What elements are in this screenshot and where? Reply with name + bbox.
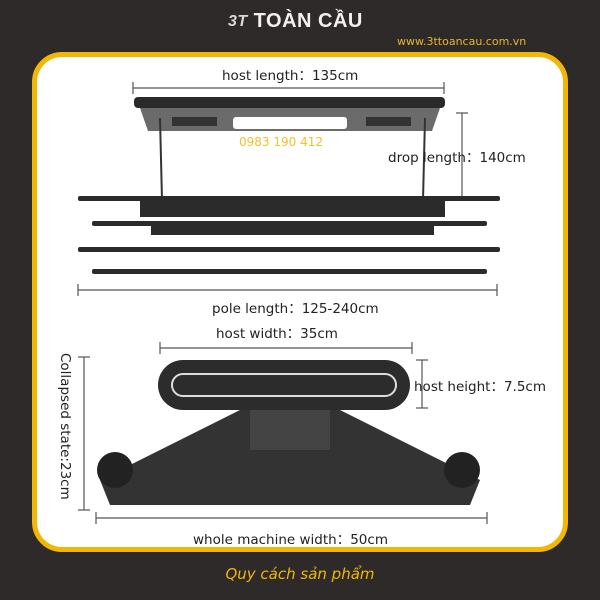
- website-url: www.3ttoancau.com.vn: [397, 35, 527, 48]
- caption: Quy cách sản phẩm: [225, 565, 375, 583]
- drying-rack: [78, 196, 500, 274]
- drop-cables: [159, 117, 426, 201]
- host-width-label: host width：35cm: [216, 326, 338, 342]
- drop-length-label: drop length：140cm: [388, 150, 526, 166]
- brand-logo: 3T TOÀN CẦU: [228, 10, 363, 33]
- brand-name: TOÀN CẦU: [253, 10, 363, 32]
- logo-mark: 3T: [228, 12, 248, 30]
- collapsed-state-label: Collapsed state:23cm: [57, 353, 73, 500]
- dimension-lines: [77, 82, 498, 524]
- collapsed-host: [97, 360, 480, 505]
- host-height-label: host height：7.5cm: [414, 379, 547, 395]
- pole-length-label: pole length：125-240cm: [212, 301, 379, 317]
- whole-machine-width-label: whole machine width：50cm: [193, 532, 388, 548]
- host-length-label: host length：135cm: [222, 68, 359, 84]
- hanger-host: [134, 97, 445, 131]
- phone-number: 0983 190 412: [239, 135, 323, 149]
